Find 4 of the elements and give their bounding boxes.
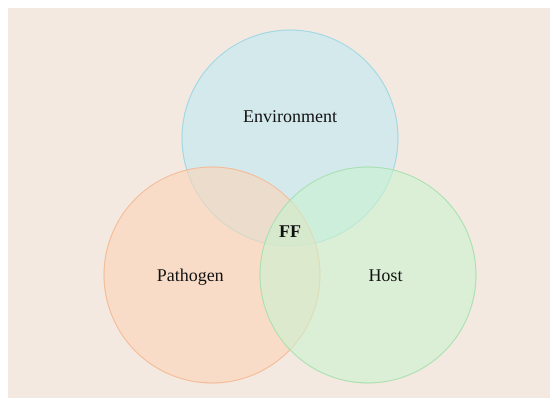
intersection-label: FF xyxy=(279,220,301,242)
circle-label: Environment xyxy=(243,106,337,127)
circle-label: Host xyxy=(368,264,402,286)
circle-label: Pathogen xyxy=(156,264,224,286)
